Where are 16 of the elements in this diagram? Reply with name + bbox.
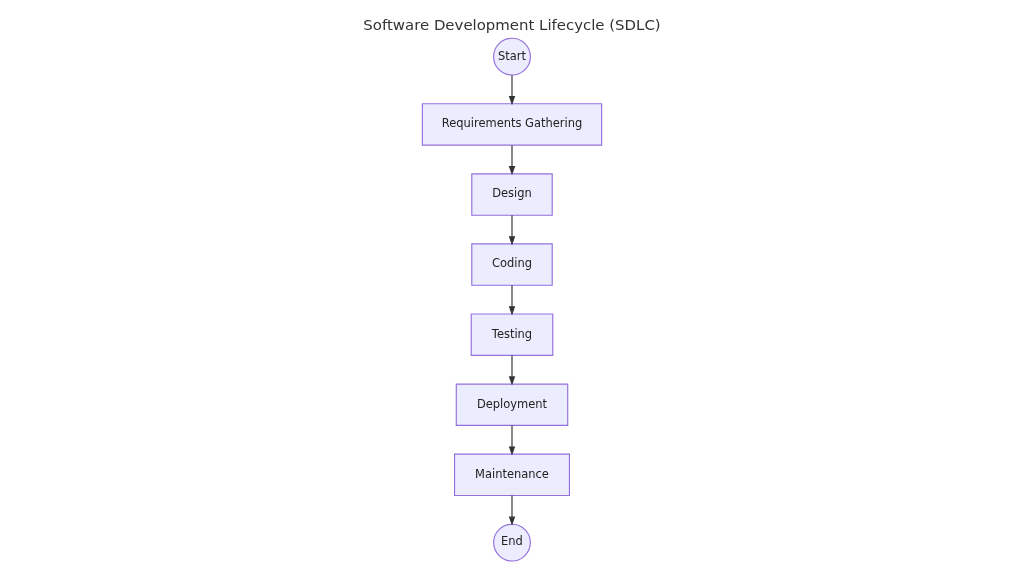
node-box: Deployment	[455, 383, 569, 426]
diagram-title: Software Development Lifecycle (SDLC)	[363, 15, 661, 34]
node-circle: Start	[493, 37, 531, 76]
arrow	[508, 424, 516, 456]
node-box: Design	[471, 173, 553, 216]
arrow	[508, 284, 516, 316]
arrow	[508, 495, 516, 526]
node-box: Maintenance	[454, 453, 570, 497]
arrow	[508, 214, 516, 246]
arrow	[508, 74, 516, 106]
arrow	[508, 144, 516, 176]
node-box: Coding	[471, 243, 553, 286]
node-box: Testing	[470, 313, 554, 356]
node-circle: End	[493, 523, 531, 562]
arrow	[508, 354, 516, 386]
node-box: Requirements Gathering	[421, 103, 603, 146]
